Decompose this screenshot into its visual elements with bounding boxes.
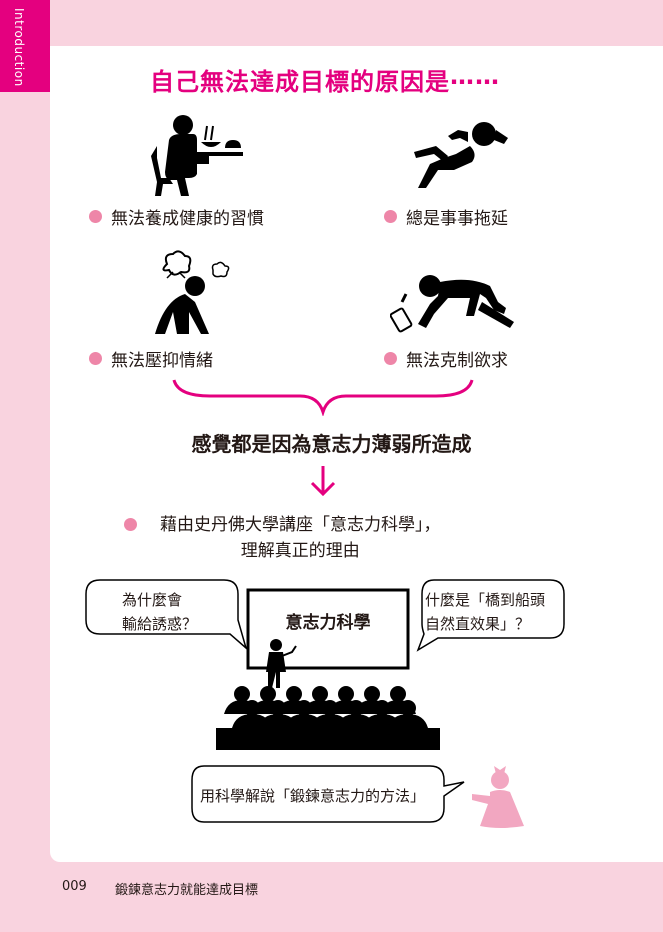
lecture-audience-icon: [216, 639, 440, 750]
left-bubble-text: 為什麼會 輸給誘惑？: [122, 591, 198, 633]
bottom-speech-bubble: [191, 765, 465, 823]
reason-label: 總是事事拖延: [406, 209, 508, 229]
reason-label: 無法克制欲求: [406, 351, 508, 371]
section-tab-label: Introduction: [12, 8, 26, 87]
lounging-person-icon: [414, 122, 508, 188]
reason-label: 無法壓抑情緒: [111, 351, 213, 371]
page-title: 自己無法達成目標的原因是⋯⋯: [150, 68, 500, 96]
board-title: 意志力科學: [285, 613, 371, 633]
section-tab: Introduction: [0, 0, 50, 92]
conclusion-text: 感覺都是因為意志力薄弱所造成: [191, 432, 472, 456]
left-speech-bubble: [85, 579, 248, 651]
presenter-figure-icon: [472, 766, 524, 828]
reason-item: 總是事事拖延: [384, 204, 508, 229]
reason-label: 無法養成健康的習慣: [111, 209, 264, 229]
down-arrow-icon: [310, 466, 336, 497]
page-number: 009: [62, 879, 87, 894]
bullet-dot: [124, 518, 137, 531]
bullet-dot: [384, 210, 397, 223]
bullet-dot: [384, 352, 397, 365]
method-statement: 藉由史丹佛大學講座「意志力科學」， 理解真正的理由: [124, 512, 441, 564]
drunk-crawling-person-icon: [390, 275, 514, 333]
bullet-dot: [89, 352, 102, 365]
book-title: 鍛鍊意志力就能達成目標: [115, 883, 259, 898]
reason-item: 無法克制欲求: [384, 346, 508, 371]
method-line-1: 藉由史丹佛大學講座「意志力科學」，: [160, 515, 441, 535]
frustrated-person-icon: [155, 250, 230, 334]
right-bubble-text: 什麼是「橋到船頭 自然直效果」？: [425, 591, 546, 633]
bullet-dot: [89, 210, 102, 223]
eating-person-icon: [151, 115, 243, 196]
reason-item: 無法壓抑情緒: [89, 346, 213, 371]
curly-brace-icon: [172, 379, 474, 416]
reason-item: 無法養成健康的習慣: [89, 204, 264, 229]
right-speech-bubble: [416, 579, 565, 652]
method-line-2: 理解真正的理由: [240, 541, 360, 561]
bottom-bubble-text: 用科學解說「鍛鍊意志力的方法」: [200, 787, 426, 805]
